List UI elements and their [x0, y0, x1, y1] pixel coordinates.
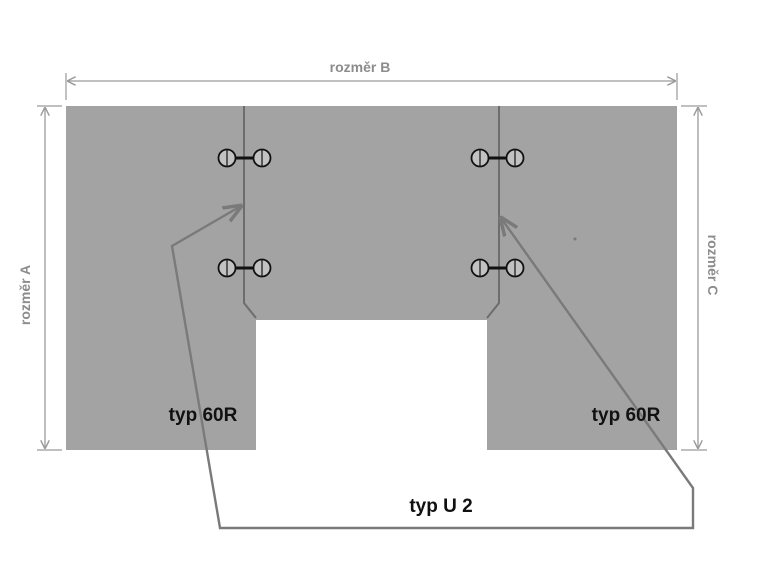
- left-seam-line: [243, 106, 257, 319]
- right-seam-line: [486, 106, 500, 319]
- left-part-label: typ 60R: [169, 405, 238, 426]
- dimension-c: [681, 105, 707, 451]
- right-part-label: typ 60R: [592, 405, 661, 426]
- u-panel: [66, 106, 677, 450]
- dimension-c-label: rozměr C: [705, 235, 721, 296]
- pointer-right: [390, 218, 695, 530]
- connector-left-bottom: [217, 258, 272, 278]
- dimension-a-label: rozměr A: [17, 265, 33, 325]
- panel-dot: [573, 237, 577, 241]
- dimension-b-label: rozměr B: [330, 59, 391, 75]
- dimension-a: [37, 105, 62, 451]
- connector-left-top: [217, 148, 272, 168]
- connector-right-top: [470, 148, 525, 168]
- combined-part-label: typ U 2: [409, 496, 472, 517]
- pointer-left: [170, 206, 390, 530]
- dimension-b: [65, 73, 678, 100]
- connector-right-bottom: [470, 258, 525, 278]
